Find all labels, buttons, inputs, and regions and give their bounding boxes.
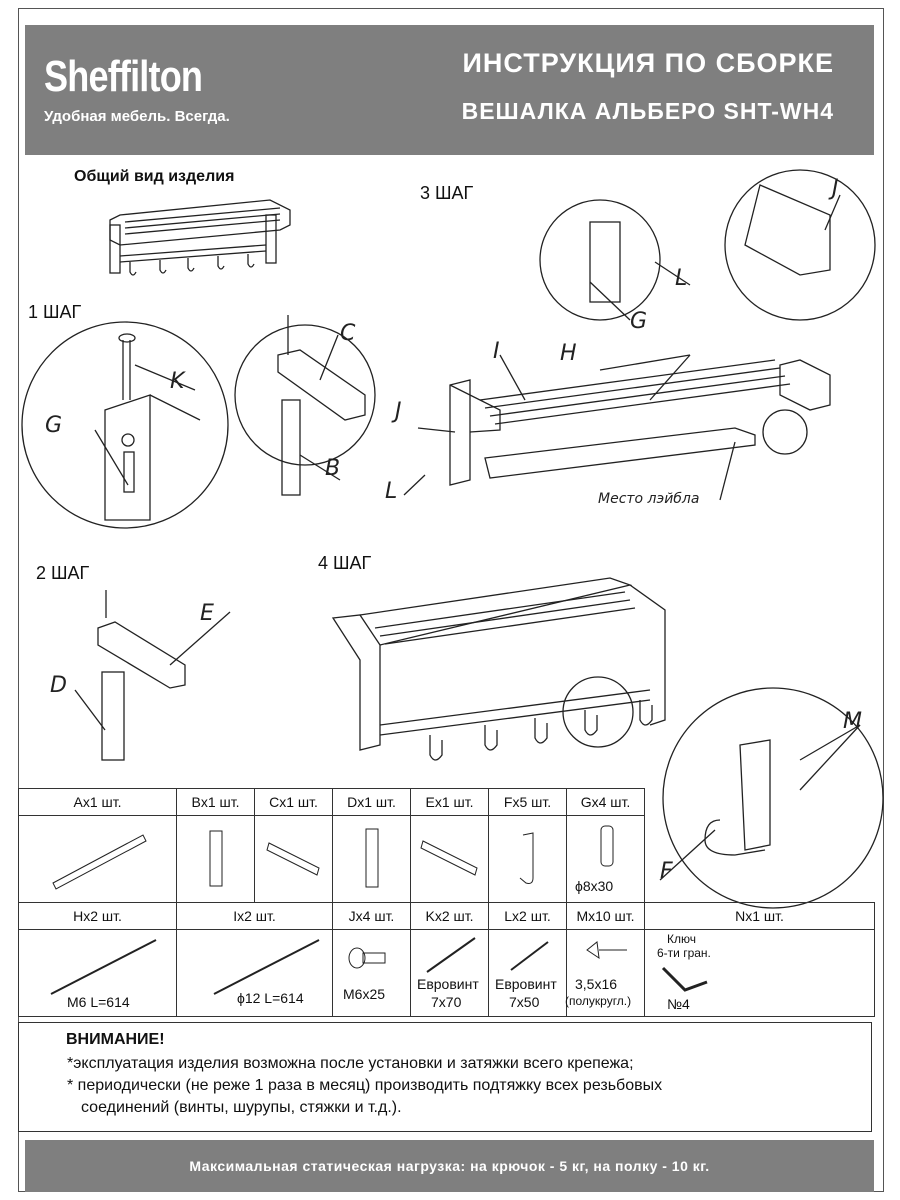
part-h-header: Hx2 шт. [18,902,177,930]
footer-load-info: Максимальная статическая нагрузка: на кр… [25,1140,874,1192]
brand-logo: Sheffilton [44,52,203,101]
part-m-size: 3,5x16 [575,976,618,992]
part-b-header: Bx1 шт. [176,788,255,816]
part-c-image [254,815,333,903]
part-m-image: 3,5x16 (полукругл.) [565,929,645,1017]
part-b-icon [209,830,222,886]
part-j-header: Jx4 шт. [332,902,411,930]
part-g-size: ϕ8x30 [575,878,614,894]
brand-tagline: Удобная мебель. Всегда. [44,108,230,125]
warning-line-1: *эксплуатация изделия возможна после уст… [67,1055,634,1072]
part-k-size: 7x70 [431,994,462,1010]
callout-c: C [340,321,356,346]
parts-table: Ax1 шт. Bx1 шт. Cx1 шт. Dx1 шт. Ex1 шт. … [18,788,875,1017]
part-f-icon [519,831,533,884]
part-c-icon [265,841,320,876]
page-title: ИНСТРУКЦИЯ ПО СБОРКЕ [462,48,834,78]
part-m-header: Mx10 шт. [566,902,645,930]
part-c-header: Cx1 шт. [254,788,333,816]
part-d-image [332,815,411,903]
callout-m: M [843,709,862,734]
part-h-image: M6 L=614 [18,929,177,1017]
callout-d: D [50,673,67,698]
part-m-type: (полукругл.) [565,994,632,1008]
callout-i: I [493,339,500,364]
screw-l-icon [510,941,549,971]
overview-drawing [109,199,291,276]
part-l-type: Евровинт [495,976,557,992]
step2-label: 2 ШАГ [36,563,90,583]
part-e-icon [419,839,478,876]
wood-screw-icon [586,941,627,960]
label-place: Место лэйбла [598,491,699,507]
part-g-image: ϕ8x30 [566,815,645,903]
part-i-size: ϕ12 L=614 [237,990,304,1006]
step3-detail-circle-left [539,199,661,321]
part-j-size: M6x25 [343,986,386,1002]
header-bar [25,25,874,155]
part-a-header: Ax1 шт. [18,788,177,816]
callout-b: B [325,456,340,481]
callout-e: E [200,601,214,626]
part-g-header: Gx4 шт. [566,788,645,816]
part-n-name: Ключ [667,932,696,946]
step3-detail-circle-right [724,169,876,321]
callout-l-detail: L [675,266,687,291]
part-l-image: Евровинт 7x50 [488,929,567,1017]
part-n-header: Nx1 шт. [644,902,875,930]
part-k-image: Евровинт 7x70 [410,929,489,1017]
hex-key-icon [661,966,708,992]
step1-label: 1 ШАГ [28,302,82,322]
part-e-header: Ex1 шт. [410,788,489,816]
part-n-size: №4 [667,996,690,1012]
callout-j-step3: J [391,399,402,424]
part-l-header: Lx2 шт. [488,902,567,930]
rod-i-icon [213,939,320,995]
part-h-size: M6 L=614 [67,994,130,1010]
callout-j-detail: J [828,176,839,201]
screw-k-icon [426,937,476,973]
part-k-type: Евровинт [417,976,479,992]
warning-line-2: * периодически (не реже 1 раза в месяц) … [67,1077,663,1094]
part-f-image [488,815,567,903]
product-name: ВЕШАЛКА АЛЬБЕРО SHT-WH4 [461,98,834,124]
part-n-desc: 6-ти гран. [657,946,711,960]
step1-callout-circle [234,324,376,466]
part-b-image [176,815,255,903]
callout-k: K [170,369,186,394]
warning-line-3: соединений (винты, шурупы, стяжки и т.д.… [81,1099,402,1116]
part-e-image [410,815,489,903]
part-j-image: M6x25 [332,929,411,1017]
part-l-size: 7x50 [509,994,540,1010]
step4-label: 4 ШАГ [318,553,372,573]
part-d-header: Dx1 шт. [332,788,411,816]
callout-g-step3: G [630,309,647,334]
callout-g-step1: G [45,413,62,438]
step1-detail-circle [21,321,229,529]
part-f-header: Fx5 шт. [488,788,567,816]
dowel-icon [600,825,614,867]
rod-h-icon [50,939,157,995]
warning-title: ВНИМАНИЕ! [66,1031,165,1048]
part-i-header: Ix2 шт. [176,902,333,930]
part-k-header: Kx2 шт. [410,902,489,930]
step3-label: 3 ШАГ [420,183,474,203]
bolt-icon [348,947,386,969]
part-i-image: ϕ12 L=614 [176,929,333,1017]
warning-box: ВНИМАНИЕ! *эксплуатация изделия возможна… [18,1022,872,1132]
callout-f: F [660,859,673,884]
part-a-image [18,815,177,903]
part-d-icon [365,828,378,887]
callout-h: H [560,341,577,366]
overview-caption: Общий вид изделия [74,168,235,185]
part-a-icon [51,833,147,890]
callout-l-step3: L [385,479,397,504]
